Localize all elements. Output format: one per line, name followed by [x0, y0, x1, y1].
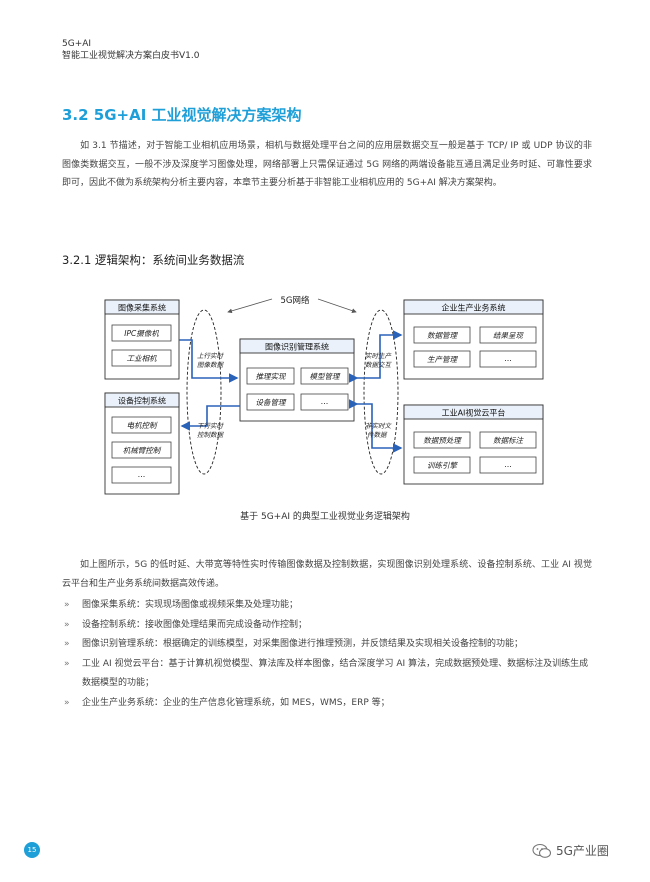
bullet-marker: » [64, 639, 70, 649]
network-label: 5G网络 [281, 295, 310, 306]
cloud-more: ... [504, 460, 512, 469]
bullet-text: 图像采集系统：实现现场图像或视频采集及处理功能； [82, 600, 299, 610]
model-management-label: 模型管理 [310, 372, 341, 381]
result-display-label: 结果呈现 [493, 331, 524, 340]
section-title: 3.2 5G+AI 工业视觉解决方案架构 [62, 106, 302, 124]
bullet-marker: » [64, 658, 70, 669]
device-control-system: 设备控制系统 电机控制 机械臂控制 ... [104, 392, 180, 495]
bullet-marker: » [64, 619, 70, 630]
header-line-2: 智能工业视觉解决方案白皮书V1.0 [62, 51, 200, 61]
bullet-text: 设备控制系统：接收图像处理结果而完成设备动作控制； [82, 619, 308, 630]
list-item: » 企业生产业务系统：企业的生产信息化管理系统，如 MES，WMS，ERP 等； [62, 694, 592, 714]
header-line-1: 5G+AI [62, 39, 92, 49]
list-item: » 工业 AI 视觉云平台：基于计算机视觉模型、算法库及样本图像，结合深度学习 A… [62, 655, 592, 694]
image-recognition-system: 图像识别管理系统 推理实现 模型管理 设备管理 ... [239, 338, 355, 422]
document-header: 5G+AI 智能工业视觉解决方案白皮书V1.0 [62, 38, 199, 62]
network-arrow-right [317, 298, 357, 313]
system-bullet-list: » 图像采集系统：实现现场图像或视频采集及处理功能； » 设备控制系统：接收图像处理… [62, 596, 592, 713]
intro-paragraph: 如 3.1 节描述，对于智能工业相机应用场景，相机与数据处理平台之间的应用层数据… [62, 137, 592, 193]
training-engine-label: 训练引擎 [427, 461, 458, 470]
list-item: » 设备控制系统：接收图像处理结果而完成设备动作控制； [62, 616, 592, 636]
bullet-text: 图像识别管理系统：根据确定的训练模型，对采集图像进行推理预测，并反馈结果及实现相… [82, 639, 524, 649]
right-wireless-ellipse [363, 309, 399, 475]
nonrealtime-label-2: 件数据 [367, 431, 388, 439]
nonrealtime-file-arrow [349, 399, 403, 453]
data-preprocessing-label: 数据预处理 [423, 436, 462, 445]
brand-name: 5G产业圈 [556, 844, 609, 858]
image-recognition-title: 图像识别管理系统 [265, 342, 329, 352]
ai-vision-cloud-platform: 工业AI视觉云平台 数据预处理 数据标注 训练引擎 ... [403, 404, 544, 485]
industrial-camera-label: 工业相机 [127, 354, 157, 363]
downlink-arrow [180, 405, 240, 431]
center-more: ... [321, 397, 329, 406]
enterprise-more: ... [504, 354, 512, 363]
uplink-arrow [179, 339, 239, 383]
network-arrow-left [227, 298, 273, 314]
subsection-title: 3.2.1 逻辑架构：系统间业务数据流 [62, 253, 245, 267]
list-item: » 图像采集系统：实现现场图像或视频采集及处理功能； [62, 596, 592, 616]
ipc-camera-label: IPC摄像机 [124, 329, 159, 338]
left-wireless-ellipse [186, 309, 222, 475]
bullet-text: 企业生产业务系统：企业的生产信息化管理系统，如 MES，WMS，ERP 等； [82, 697, 390, 708]
uplink-label-2: 图像数据 [197, 361, 225, 369]
bullet-text: 工业 AI 视觉云平台：基于计算机视觉模型、算法库及样本图像，结合深度学习 AI… [82, 658, 589, 689]
image-capture-system: 图像采集系统 IPC摄像机 工业相机 [104, 299, 180, 380]
realtime-exchange-arrow [349, 330, 403, 383]
realtime-label-2: 数据交互 [365, 361, 393, 369]
body-paragraph: 如上图所示，5G 的低时延、大带宽等特性实时传输图像数据及控制数据，实现图像识别… [62, 560, 592, 589]
wechat-icon [532, 843, 552, 858]
architecture-diagram: 5G网络 图像采集系统 IPC摄像机 工业相机 设备控制系统 电机控制 机械臂控… [104, 295, 544, 495]
device-control-more: ... [138, 470, 146, 479]
data-management-label: 数据管理 [427, 331, 458, 340]
bullet-marker: » [64, 600, 70, 610]
motor-control-label: 电机控制 [127, 421, 158, 430]
robot-arm-control-label: 机械臂控制 [123, 446, 162, 455]
enterprise-business-system: 企业生产业务系统 数据管理 结果呈现 生产管理 ... [403, 299, 544, 380]
device-control-title: 设备控制系统 [118, 396, 166, 406]
brand-watermark: 5G产业圈 [532, 842, 609, 859]
intro-text: 如 3.1 节描述，对于智能工业相机应用场景，相机与数据处理平台之间的应用层数据… [62, 141, 592, 188]
figure-caption: 基于 5G+AI 的典型工业视觉业务逻辑架构 [240, 512, 410, 522]
production-management-label: 生产管理 [427, 355, 458, 364]
list-item: » 图像识别管理系统：根据确定的训练模型，对采集图像进行推理预测，并反馈结果及实现… [62, 635, 592, 655]
ai-vision-cloud-title: 工业AI视觉云平台 [442, 408, 506, 418]
inference-label: 推理实现 [256, 372, 287, 381]
image-capture-title: 图像采集系统 [118, 303, 166, 313]
bullet-marker: » [64, 697, 70, 708]
device-management-label: 设备管理 [256, 398, 287, 407]
data-labeling-label: 数据标注 [493, 436, 524, 445]
page-number-badge: 15 [24, 842, 40, 858]
downlink-label-1: 下行实时 [197, 422, 225, 430]
downlink-label-2: 控制数据 [197, 431, 225, 439]
enterprise-business-title: 企业生产业务系统 [442, 303, 506, 313]
nonrealtime-label-1: 非实时文 [365, 422, 393, 430]
realtime-label-1: 实时生产 [365, 352, 393, 360]
uplink-label-1: 上行实时 [197, 352, 225, 360]
